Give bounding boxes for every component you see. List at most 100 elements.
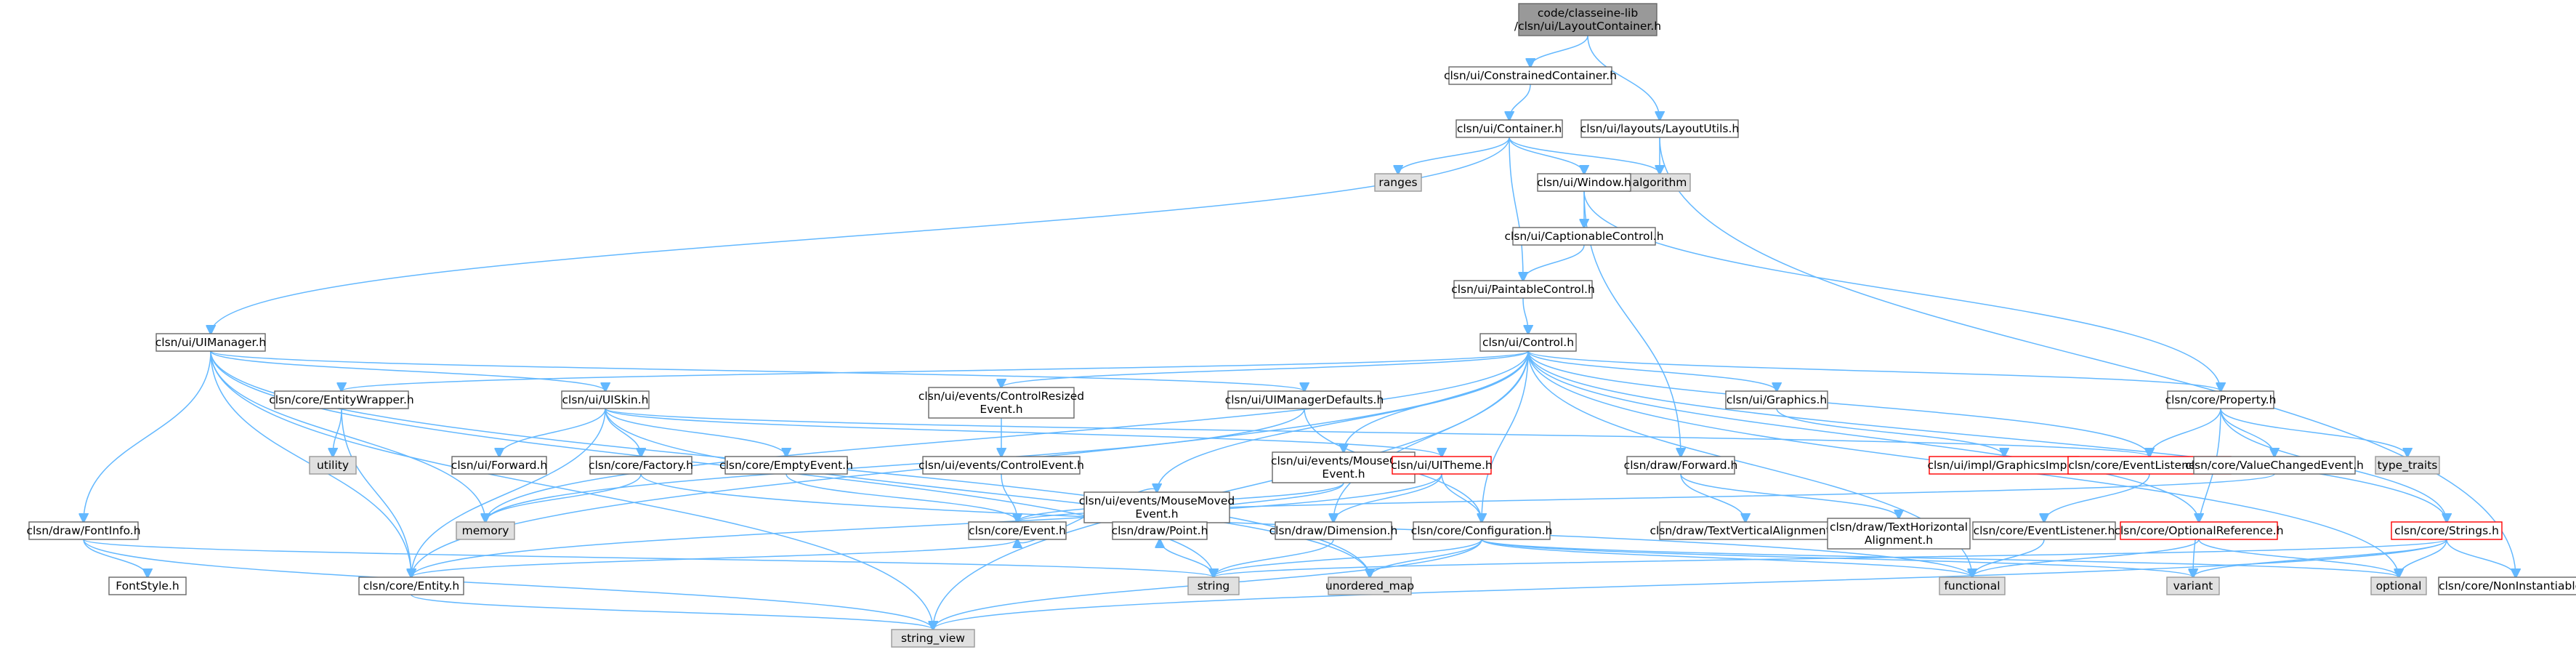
node-clsn-ui-events-controlevent-h[interactable]: clsn/ui/events/ControlEvent.h (918, 456, 1084, 475)
node-box (2193, 456, 2356, 475)
node-clsn-core-emptyevent-h[interactable]: clsn/core/EmptyEvent.h (719, 456, 853, 475)
edge-control-to-memory (485, 350, 1529, 522)
node-clsn-ui-impl-graphicsimpl-h[interactable]: clsn/ui/impl/GraphicsImpl.h (1927, 456, 2081, 475)
node-clsn-core-strings-h[interactable]: clsn/core/Strings.h (2391, 521, 2503, 540)
node-box (358, 576, 464, 595)
node-box (274, 390, 409, 409)
node-label: algorithm (1633, 176, 1687, 189)
edge-uiskin-to-entity (411, 408, 606, 577)
edge-control-to-configuration (1482, 350, 1529, 522)
node-box (156, 333, 266, 352)
node-label: clsn/core/Event.h (969, 524, 1066, 537)
node-clsn-draw-fontinfo-h[interactable]: clsn/draw/FontInfo.h (26, 521, 141, 540)
node-clsn-ui-captionablecontrol-h[interactable]: clsn/ui/CaptionableControl.h (1504, 227, 1664, 246)
node-clsn-core-factory-h[interactable]: clsn/core/Factory.h (589, 456, 693, 475)
edge-control-to-optionalref (1527, 350, 2199, 522)
node-clsn-core-property-h[interactable]: clsn/core/Property.h (2165, 390, 2277, 409)
node-label: clsn/core/ValueChangedEvent.h (2185, 459, 2364, 472)
node-clsn-draw-forward-h[interactable]: clsn/draw/Forward.h (1624, 456, 1738, 475)
node-utility: utility (309, 456, 357, 475)
node-label: type_traits (2378, 459, 2438, 473)
node-label: clsn/ui/Container.h (1457, 122, 1562, 135)
node-label: clsn/draw/Dimension.h (1269, 524, 1398, 537)
node-clsn-draw-textverticalalignment-h[interactable]: clsn/draw/TextVerticalAlignment.h (1650, 521, 1841, 540)
node-clsn-ui-graphics-h[interactable]: clsn/ui/Graphics.h (1725, 390, 1828, 409)
node-label: clsn/draw/FontInfo.h (26, 524, 140, 537)
edge-captionable-to-paintable (1523, 244, 1585, 281)
node-box (922, 456, 1081, 475)
node-clsn-ui-layouts-layoututils-h[interactable]: clsn/ui/layouts/LayoutUtils.h (1580, 119, 1740, 138)
node-label: clsn/ui/PaintableControl.h (1451, 283, 1595, 296)
edge-uitheme-to-dimension (1333, 473, 1442, 522)
edge-uitheme-to-configuration (1441, 473, 1482, 522)
node-unordered-map: unordered_map (1325, 576, 1414, 595)
node-clsn-core-entitywrapper-h[interactable]: clsn/core/EntityWrapper.h (269, 390, 414, 409)
node-box (1275, 521, 1392, 540)
node-clsn-ui-container-h[interactable]: clsn/ui/Container.h (1455, 119, 1563, 138)
node-clsn-core-entity-h[interactable]: clsn/core/Entity.h (358, 576, 464, 595)
node-box (1939, 576, 2006, 595)
node-clsn-ui-uitheme-h[interactable]: clsn/ui/UITheme.h (1391, 456, 1493, 475)
node-label: clsn/draw/Point.h (1112, 524, 1208, 537)
node-box (2391, 521, 2503, 540)
node-label: string (1198, 579, 1230, 592)
node-label: utility (317, 459, 349, 472)
node-clsn-core-eventlistener-h[interactable]: clsn/core/EventListener.h (1972, 521, 2116, 540)
node-clsn-ui-control-h[interactable]: clsn/ui/Control.h (1479, 333, 1577, 352)
node-label: clsn/core/EventListener.h (1974, 524, 2115, 537)
node-clsn-core-noninstantiable-h[interactable]: clsn/core/NonInstantiable.h (2438, 576, 2576, 595)
node-clsn-ui-uimanager-h[interactable]: clsn/ui/UIManager.h (156, 333, 267, 352)
node-label: variant (2173, 579, 2213, 592)
node-label: unordered_map (1325, 579, 1414, 593)
edge-uitheme-to-entity (411, 473, 1442, 577)
node-clsn-core-optionalreference-h[interactable]: clsn/core/OptionalReference.h (2114, 521, 2284, 540)
node-box (2167, 390, 2274, 409)
node-clsn-core-event-h[interactable]: clsn/core/Event.h (968, 521, 1067, 540)
node-clsn-draw-point-h[interactable]: clsn/draw/Point.h (1112, 521, 1208, 540)
node-box (2120, 521, 2278, 540)
node-box (1537, 173, 1631, 192)
node-label: clsn/ui/UIManager.h (156, 336, 267, 349)
edge-factory-to-memory (485, 473, 642, 522)
edge-property-to-valuechanged (2220, 408, 2274, 457)
edge-uiskin-to-uitheme (605, 408, 1442, 457)
edge-dimension-to-string (1214, 539, 1334, 577)
node-clsn-ui-uimanagerdefaults-h[interactable]: clsn/ui/UIManagerDefaults.h (1225, 390, 1384, 409)
node-string-view: string_view (891, 629, 975, 648)
node-code-classeine-lib-clsn-ui-layoutcontainer-h[interactable]: code/classeine-lib/clsn/ui/LayoutContain… (1514, 3, 1661, 36)
edge-uiskin-to-emptyevent (605, 408, 786, 457)
node-label: clsn/ui/events/ControlResized (918, 390, 1084, 403)
node-label: clsn/draw/TextVerticalAlignment.h (1650, 524, 1841, 537)
edge-uimanager-to-memory (210, 350, 485, 522)
node-label: memory (462, 524, 509, 537)
node-clsn-ui-paintablecontrol-h[interactable]: clsn/ui/PaintableControl.h (1451, 280, 1595, 299)
edge-container-to-algorithm (1509, 137, 1660, 174)
node-clsn-core-eventlistenerlist-h[interactable]: clsn/core/EventListenerList.h (2067, 456, 2232, 475)
edge-uiskin-to-uiforward (499, 408, 606, 457)
node-label: Event.h (1322, 467, 1365, 481)
node-clsn-ui-forward-h[interactable]: clsn/ui/Forward.h (451, 456, 547, 475)
edge-uimanager-to-fontinfo (84, 350, 211, 522)
node-box (309, 456, 357, 475)
node-label: clsn/ui/UITheme.h (1391, 459, 1492, 472)
node-box (891, 629, 975, 648)
node-clsn-ui-constrainedcontainer-h[interactable]: clsn/ui/ConstrainedContainer.h (1444, 66, 1617, 85)
node-clsn-ui-uiskin-h[interactable]: clsn/ui/UISkin.h (561, 390, 650, 409)
node-clsn-core-valuechangedevent-h[interactable]: clsn/core/ValueChangedEvent.h (2185, 456, 2364, 475)
node-clsn-draw-dimension-h[interactable]: clsn/draw/Dimension.h (1269, 521, 1398, 540)
node-label: clsn/ui/events/MouseClick (1271, 454, 1416, 467)
node-box (2166, 576, 2220, 595)
node-label: clsn/ui/impl/GraphicsImpl.h (1927, 459, 2080, 472)
edge-property-to-variant (2193, 408, 2221, 577)
node-clsn-ui-window-h[interactable]: clsn/ui/Window.h (1537, 173, 1631, 192)
node-clsn-core-configuration-h[interactable]: clsn/core/Configuration.h (1411, 521, 1553, 540)
node-box (1392, 456, 1492, 475)
edge-uimanager-to-uimgrdefaults (210, 350, 1304, 391)
edge-strings-to-variant (2193, 539, 2447, 577)
node-fontstyle-h[interactable]: FontStyle.h (108, 576, 187, 595)
